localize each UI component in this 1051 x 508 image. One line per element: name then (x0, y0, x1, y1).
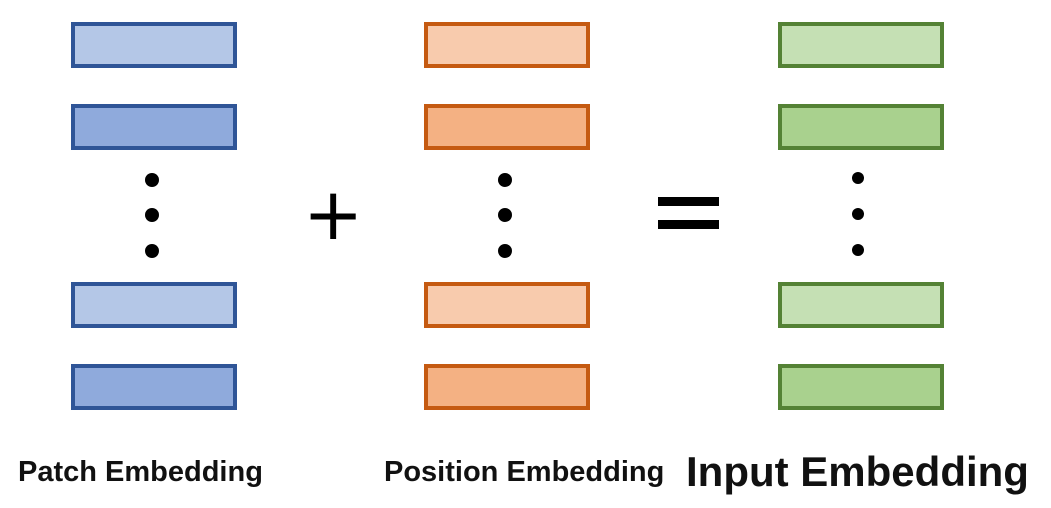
patch-embedding-vector (71, 22, 237, 68)
ellipsis-dot (498, 173, 512, 187)
ellipsis-dot (852, 208, 864, 220)
position-embedding-vector (424, 104, 590, 150)
input-embedding-label: Input Embedding (686, 448, 1029, 495)
ellipsis-dot (145, 208, 159, 222)
position-embedding-label: Position Embedding (384, 456, 665, 488)
input-embedding-vector (778, 364, 944, 410)
ellipsis-dot (498, 244, 512, 258)
patch-embedding-label: Patch Embedding (18, 456, 263, 488)
plus-operator: + (303, 172, 364, 256)
position-embedding-vector (424, 22, 590, 68)
equals-bar-top (658, 197, 719, 206)
ellipsis-dot (852, 244, 864, 256)
position-embedding-vector (424, 364, 590, 410)
input-embedding-vector (778, 104, 944, 150)
input-embedding-vector (778, 22, 944, 68)
input-embedding-vector (778, 282, 944, 328)
equals-bar-bottom (658, 220, 719, 229)
ellipsis-dot (145, 173, 159, 187)
ellipsis-dot (498, 208, 512, 222)
patch-embedding-vector (71, 282, 237, 328)
patch-embedding-vector (71, 104, 237, 150)
ellipsis-dot (852, 172, 864, 184)
patch-embedding-vector (71, 364, 237, 410)
position-embedding-vector (424, 282, 590, 328)
ellipsis-dot (145, 244, 159, 258)
